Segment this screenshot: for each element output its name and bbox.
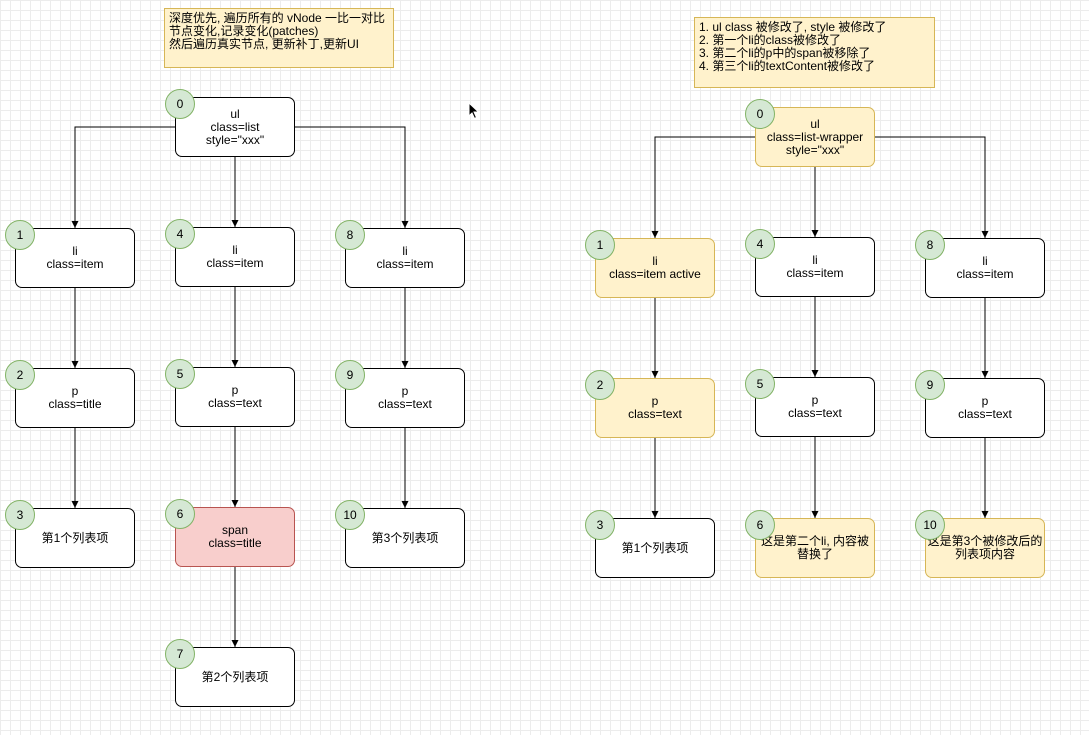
node-index-badge: 6: [745, 510, 775, 540]
node-label-line: ul: [810, 116, 820, 131]
note-line: 然后遍历真实节点, 更新补丁,更新UI: [169, 37, 360, 51]
node-index-badge: 4: [165, 219, 195, 249]
left-edge-root-li3: [295, 126, 409, 228]
node-label-line: ul: [230, 106, 240, 121]
node-label-line: 第3个列表项: [371, 530, 439, 545]
node-label-line: class=title: [48, 397, 102, 411]
node-label-line: p: [401, 384, 409, 398]
node-label-line: p: [231, 383, 239, 397]
left-edge-root-li1: [71, 126, 175, 228]
node-label-line: class=item: [786, 266, 844, 280]
note-line: 1. ul class 被修改了, style 被修改了: [699, 20, 887, 34]
note-line: 2. 第一个li的class被修改了: [699, 33, 842, 47]
right-tree-node-t3: 这是第3个被修改后的列表项内容: [925, 518, 1045, 578]
node-label-line: class=text: [958, 407, 1012, 421]
node-index-badge: 6: [165, 499, 195, 529]
node-index-badge: 0: [165, 89, 195, 119]
node-index-badge: 10: [915, 510, 945, 540]
node-label-line: 第1个列表项: [621, 540, 689, 555]
node-label-line: 这是第3个被修改后的: [927, 534, 1043, 548]
node-label-line: class=text: [788, 406, 842, 420]
node-label-line: 这是第二个li, 内容被: [760, 534, 869, 548]
node-label-line: class=text: [208, 396, 262, 410]
node-index-badge: 0: [745, 99, 775, 129]
node-label-line: li: [812, 253, 818, 267]
node-label-line: p: [71, 384, 79, 398]
node-index-badge: 5: [165, 359, 195, 389]
node-label-line: span: [221, 523, 249, 537]
node-index-badge: 7: [165, 639, 195, 669]
node-index-badge: 1: [5, 220, 35, 250]
note-line: 3. 第二个li的p中的span被移除了: [699, 46, 871, 60]
node-label-line: class=text: [378, 397, 432, 411]
node-index-badge: 2: [5, 360, 35, 390]
node-label-line: li: [982, 254, 988, 268]
node-index-badge: 1: [585, 230, 615, 260]
node-label-line: style="xxx": [785, 142, 845, 157]
node-label-line: li: [652, 254, 658, 268]
note-line: 深度优先, 遍历所有的 vNode 一比一对比: [169, 11, 386, 25]
node-label-line: 第1个列表项: [41, 530, 109, 545]
node-index-badge: 4: [745, 229, 775, 259]
node-index-badge: 8: [915, 230, 945, 260]
node-index-badge: 5: [745, 369, 775, 399]
node-index-badge: 2: [585, 370, 615, 400]
node-index-badge: 9: [335, 360, 365, 390]
node-label-line: p: [811, 393, 819, 407]
node-label-line: 第2个列表项: [201, 669, 269, 684]
node-label-line: 列表项内容: [954, 547, 1015, 561]
node-label-line: style="xxx": [205, 132, 265, 147]
node-label-line: li: [72, 244, 78, 258]
node-index-badge: 10: [335, 500, 365, 530]
node-index-badge: 8: [335, 220, 365, 250]
note-right: 1. ul class 被修改了, style 被修改了 2. 第一个li的cl…: [694, 17, 935, 88]
left-tree-node-t3: 第3个列表项: [345, 508, 465, 568]
right-edge-root-li3: [875, 136, 989, 238]
node-index-badge: 9: [915, 370, 945, 400]
node-label-line: class=item: [46, 257, 104, 271]
node-label-line: class=item active: [609, 267, 701, 281]
node-label-line: class=list-wrapper: [766, 129, 864, 144]
right-tree-node-t2: 这是第二个li, 内容被替换了: [755, 518, 875, 578]
node-label-line: p: [651, 394, 659, 408]
node-label-line: class=list: [210, 119, 260, 134]
node-index-badge: 3: [585, 510, 615, 540]
node-label-line: class=title: [208, 536, 262, 550]
node-label-line: li: [232, 243, 238, 257]
note-line: 4. 第三个li的textContent被修改了: [699, 59, 876, 73]
note-left: 深度优先, 遍历所有的 vNode 一比一对比 节点变化,记录变化(patche…: [164, 8, 394, 68]
node-label-line: class=item: [376, 257, 434, 271]
left-tree-node-t2: 第2个列表项: [175, 647, 295, 707]
node-label-line: li: [402, 244, 408, 258]
right-tree-node-t1: 第1个列表项: [595, 518, 715, 578]
node-label-line: p: [981, 394, 989, 408]
node-index-badge: 3: [5, 500, 35, 530]
node-label-line: class=text: [628, 407, 682, 421]
note-line: 节点变化,记录变化(patches): [169, 24, 319, 38]
left-tree-node-t1: 第1个列表项: [15, 508, 135, 568]
node-label-line: class=item: [206, 256, 264, 270]
node-label-line: class=item: [956, 267, 1014, 281]
node-label-line: 替换了: [796, 547, 833, 561]
mouse-cursor-icon: [468, 102, 480, 120]
right-edge-root-li1: [651, 136, 755, 238]
